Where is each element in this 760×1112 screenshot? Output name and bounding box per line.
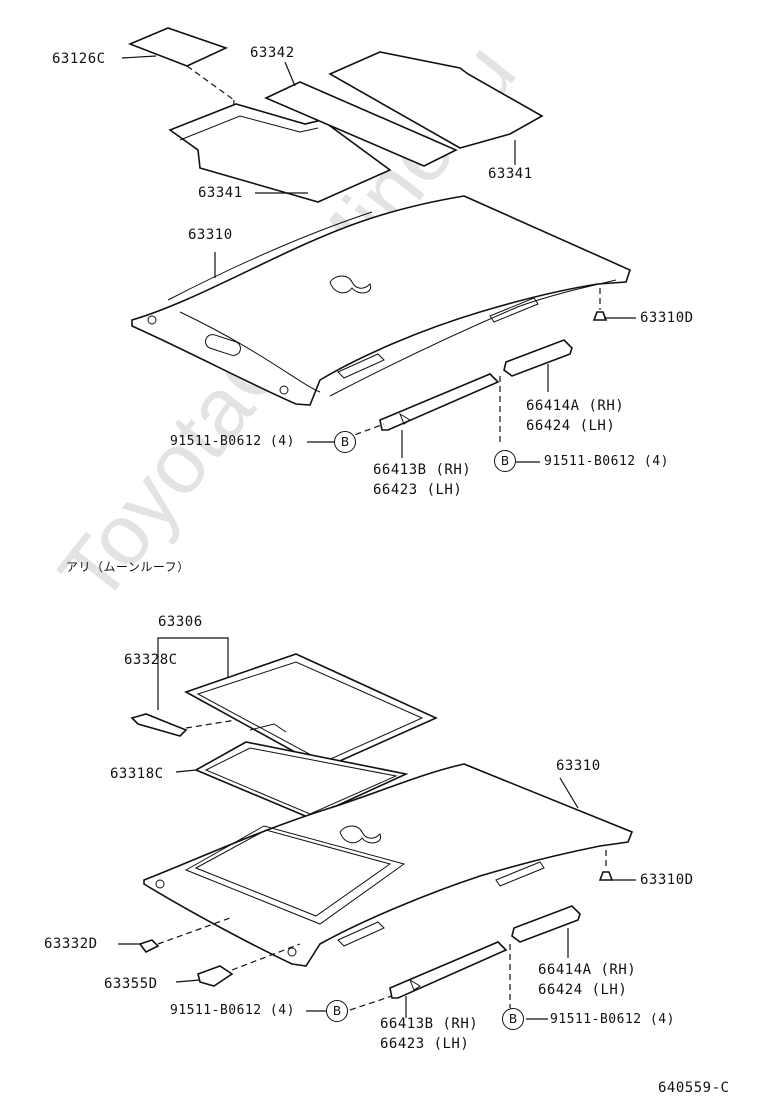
label-66414A-top: 66414A (RH) <box>526 398 625 414</box>
label-bolt-right-top: 91511-B0612 (4) <box>544 454 669 469</box>
part-63332D <box>138 939 160 954</box>
label-66413B-top: 66413B (RH) <box>373 462 472 478</box>
callout-b-right-top: B <box>494 450 516 472</box>
part-66413B-top <box>379 373 500 431</box>
part-66413B-bottom <box>389 941 508 999</box>
part-63310D-clip-top <box>592 311 608 321</box>
part-66414A-top <box>503 339 573 377</box>
label-66414A-bottom: 66414A (RH) <box>538 962 637 978</box>
label-63328C: 63328C <box>124 652 178 668</box>
label-63332D: 63332D <box>44 936 98 952</box>
callout-b-right-bottom: B <box>502 1008 524 1030</box>
label-63355D: 63355D <box>104 976 158 992</box>
label-bolt-left-bottom: 91511-B0612 (4) <box>170 1003 295 1018</box>
label-63318C: 63318C <box>110 766 164 782</box>
label-bolt-right-bottom: 91511-B0612 (4) <box>550 1012 675 1027</box>
callout-b-left-bottom: B <box>326 1000 348 1022</box>
part-63355D <box>197 965 234 987</box>
label-66424-top: 66424 (LH) <box>526 418 616 434</box>
label-63310-top: 63310 <box>188 227 233 243</box>
part-63318C-seal <box>194 741 409 819</box>
label-63306: 63306 <box>158 614 203 630</box>
part-63342 <box>264 81 458 167</box>
label-66423-bottom: 66423 (LH) <box>380 1036 470 1052</box>
part-63341-right <box>328 51 544 149</box>
label-63341-left: 63341 <box>198 185 243 201</box>
part-63341-left <box>168 103 392 203</box>
label-63342: 63342 <box>250 45 295 61</box>
figure-code: 640559-C <box>658 1080 730 1096</box>
part-63126C <box>127 27 229 67</box>
label-bolt-left-top: 91511-B0612 (4) <box>170 434 295 449</box>
label-63341-right: 63341 <box>488 166 533 182</box>
label-66423-top: 66423 (LH) <box>373 482 463 498</box>
part-66414A-bottom <box>511 905 581 943</box>
label-63310-bottom: 63310 <box>556 758 601 774</box>
part-63306-glass <box>184 653 438 769</box>
label-63310D-bottom: 63310D <box>640 872 694 888</box>
label-66413B-bottom: 66413B (RH) <box>380 1016 479 1032</box>
label-66424-bottom: 66424 (LH) <box>538 982 628 998</box>
part-63328C <box>130 713 188 737</box>
label-63126C: 63126C <box>52 51 106 67</box>
callout-b-left-top: B <box>334 431 356 453</box>
label-63310D-top: 63310D <box>640 310 694 326</box>
section-title: アリ（ムーンルーフ） <box>66 560 190 574</box>
part-63310D-clip-bottom <box>598 871 614 881</box>
